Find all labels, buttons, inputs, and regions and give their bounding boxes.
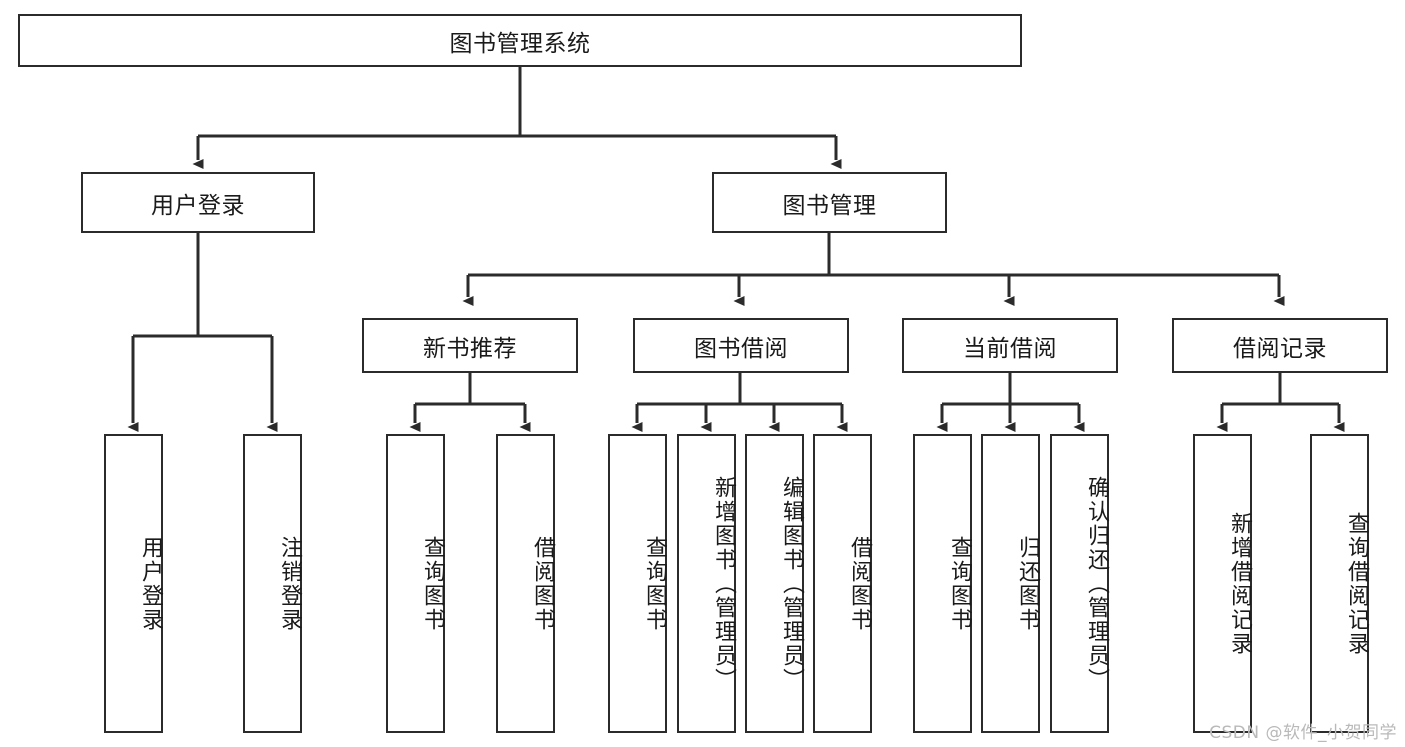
leaf-add-record[interactable]: 新增借阅记录 — [1193, 434, 1252, 733]
leaf-user-login[interactable]: 用户登录 — [104, 434, 163, 733]
leaf-edit-book[interactable]: 编辑图书（管理员） — [745, 434, 804, 733]
leaf-borrow-book-2-label: 借阅图书 — [847, 535, 872, 632]
leaf-add-book-label: 新增图书（管理员） — [711, 475, 736, 692]
node-root[interactable]: 图书管理系统 — [18, 14, 1022, 67]
leaf-user-logout[interactable]: 注销登录 — [243, 434, 302, 733]
leaf-query-record[interactable]: 查询借阅记录 — [1310, 434, 1369, 733]
leaf-borrow-book-2[interactable]: 借阅图书 — [813, 434, 872, 733]
leaf-confirm-return[interactable]: 确认归还（管理员） — [1050, 434, 1109, 733]
leaf-add-record-label: 新增借阅记录 — [1227, 511, 1252, 656]
leaf-query-book-3-label: 查询图书 — [947, 535, 972, 632]
csdn-watermark: CSDN @软件_小贺同学 — [1209, 723, 1397, 743]
leaf-return-book[interactable]: 归还图书 — [981, 434, 1040, 733]
node-current-borrow[interactable]: 当前借阅 — [902, 318, 1118, 373]
leaf-user-login-label: 用户登录 — [138, 535, 163, 632]
leaf-query-book-2[interactable]: 查询图书 — [608, 434, 667, 733]
node-root-label: 图书管理系统 — [449, 30, 591, 57]
leaf-return-book-label: 归还图书 — [1015, 535, 1040, 632]
node-new-book-rec[interactable]: 新书推荐 — [362, 318, 578, 373]
node-user-login-label: 用户登录 — [151, 192, 245, 219]
node-current-borrow-label: 当前借阅 — [963, 335, 1057, 362]
leaf-borrow-book-1[interactable]: 借阅图书 — [496, 434, 555, 733]
node-borrow-record[interactable]: 借阅记录 — [1172, 318, 1388, 373]
leaf-borrow-book-1-label: 借阅图书 — [530, 535, 555, 632]
node-book-borrow-label: 图书借阅 — [694, 335, 788, 362]
node-borrow-record-label: 借阅记录 — [1233, 335, 1327, 362]
node-book-borrow[interactable]: 图书借阅 — [633, 318, 849, 373]
leaf-add-book[interactable]: 新增图书（管理员） — [677, 434, 736, 733]
leaf-confirm-return-label: 确认归还（管理员） — [1084, 475, 1109, 692]
leaf-query-book-2-label: 查询图书 — [642, 535, 667, 632]
node-user-login[interactable]: 用户登录 — [81, 172, 315, 233]
leaf-user-logout-label: 注销登录 — [277, 535, 302, 632]
leaf-query-book-1[interactable]: 查询图书 — [386, 434, 445, 733]
node-book-manage-label: 图书管理 — [782, 192, 877, 219]
leaf-query-book-1-label: 查询图书 — [420, 535, 445, 632]
leaf-edit-book-label: 编辑图书（管理员） — [779, 475, 804, 692]
leaf-query-book-3[interactable]: 查询图书 — [913, 434, 972, 733]
leaf-query-record-label: 查询借阅记录 — [1344, 511, 1369, 656]
node-new-book-rec-label: 新书推荐 — [423, 335, 517, 362]
node-book-manage[interactable]: 图书管理 — [712, 172, 947, 233]
